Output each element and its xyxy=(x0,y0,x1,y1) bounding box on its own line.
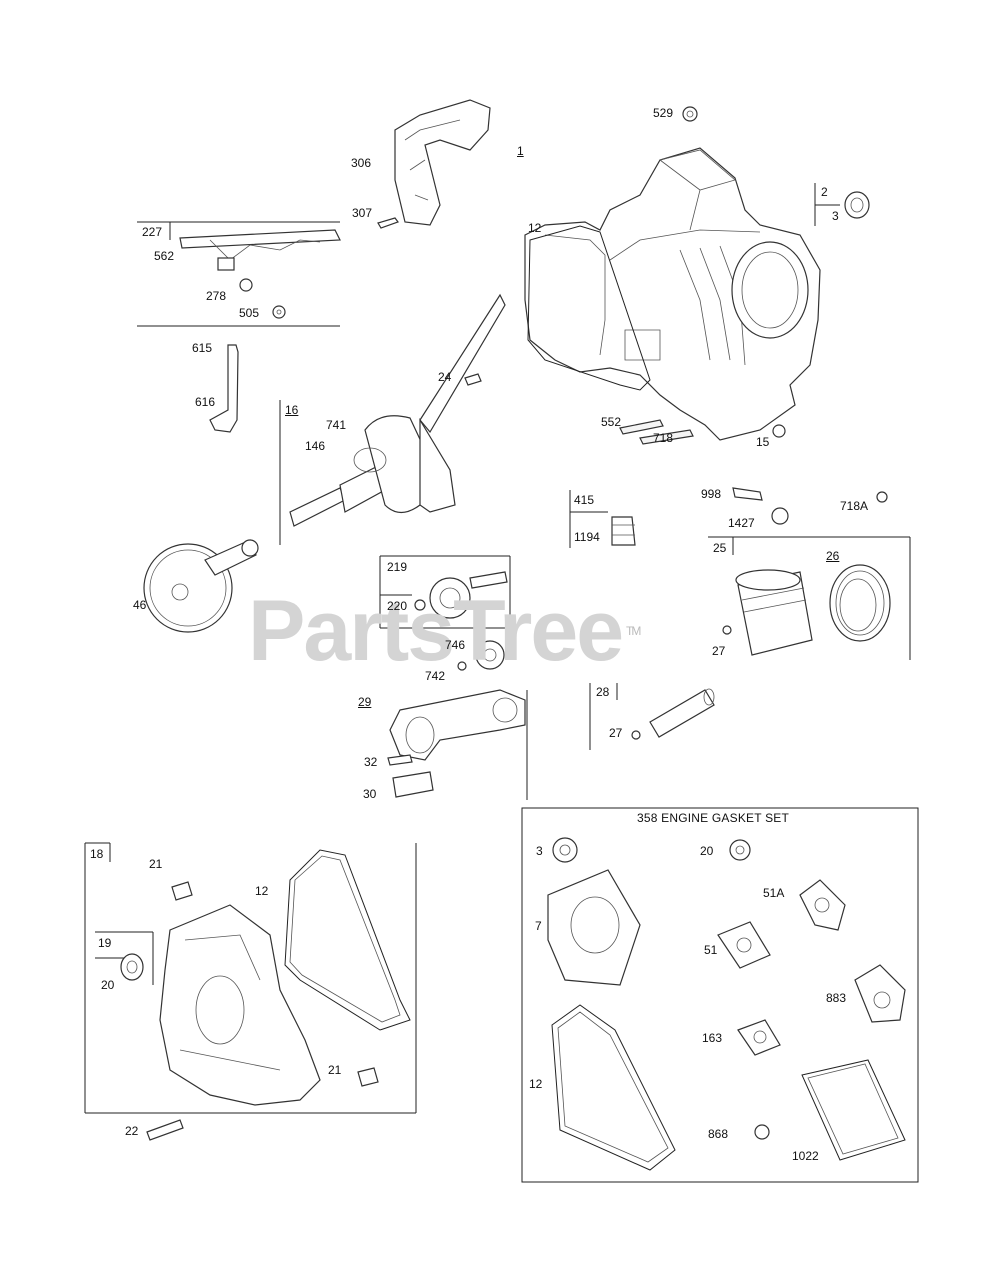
camshaft-gear-part xyxy=(143,539,259,633)
label-15: 15 xyxy=(756,435,770,449)
oil-seal-part xyxy=(120,953,144,981)
label-306: 306 xyxy=(351,156,372,170)
label-1194: 1194 xyxy=(574,530,600,544)
label-gasket-3: 3 xyxy=(536,844,543,858)
label-12-cover: 12 xyxy=(255,884,269,898)
label-27-pin: 27 xyxy=(609,726,623,740)
label-24: 24 xyxy=(438,370,452,384)
label-998: 998 xyxy=(701,487,722,501)
piston-pin-part xyxy=(631,688,715,740)
label-20-cover: 20 xyxy=(101,978,115,992)
label-718A: 718A xyxy=(840,499,869,513)
label-gasket-883: 883 xyxy=(826,991,847,1005)
label-1: 1 xyxy=(517,144,524,158)
small-parts xyxy=(179,106,888,546)
label-562-bracket: 562 xyxy=(154,249,175,263)
label-gasket-7: 7 xyxy=(535,919,542,933)
label-741: 741 xyxy=(326,418,347,432)
label-19: 19 xyxy=(98,936,112,950)
label-505: 505 xyxy=(239,306,260,320)
label-25: 25 xyxy=(713,541,727,555)
label-32: 32 xyxy=(364,755,378,769)
cover-gasket-part xyxy=(284,849,411,1031)
label-615: 615 xyxy=(192,341,213,355)
label-29: 29 xyxy=(358,695,372,709)
label-415: 415 xyxy=(574,493,595,507)
label-219: 219 xyxy=(387,560,408,574)
label-1427: 1427 xyxy=(728,516,755,530)
engine-block-part xyxy=(524,147,821,441)
label-gasket-12: 12 xyxy=(529,1077,543,1091)
label-12-top: 12 xyxy=(528,221,542,235)
label-146: 146 xyxy=(305,439,326,453)
label-gasket-163: 163 xyxy=(702,1031,723,1045)
label-3: 3 xyxy=(832,209,839,223)
label-21-bottom: 21 xyxy=(328,1063,342,1077)
label-278: 278 xyxy=(206,289,227,303)
crankcase-gasket-top xyxy=(527,225,651,391)
piston-part xyxy=(722,564,891,656)
label-16: 16 xyxy=(285,403,299,417)
crankshaft-part xyxy=(289,293,506,527)
label-28: 28 xyxy=(596,685,610,699)
blower-bracket-part xyxy=(377,99,491,229)
governor-gear-part xyxy=(414,571,508,671)
label-gasket-51: 51 xyxy=(704,943,718,957)
label-26: 26 xyxy=(826,549,840,563)
label-22: 22 xyxy=(125,1124,139,1138)
crankcase-cover-part xyxy=(146,881,379,1141)
gasket-set-title: 358 ENGINE GASKET SET xyxy=(637,811,790,825)
label-gasket-868: 868 xyxy=(708,1127,729,1141)
label-30: 30 xyxy=(363,787,377,801)
label-46: 46 xyxy=(133,598,147,612)
label-616: 616 xyxy=(195,395,216,409)
connecting-rod-part xyxy=(387,689,526,798)
label-gasket-51A: 51A xyxy=(763,886,785,900)
label-746: 746 xyxy=(445,638,466,652)
label-220: 220 xyxy=(387,599,408,613)
label-2: 2 xyxy=(821,185,828,199)
label-529: 529 xyxy=(653,106,674,120)
gasket-set-parts xyxy=(547,837,906,1171)
group-frames xyxy=(84,183,919,1183)
label-307: 307 xyxy=(352,206,373,220)
label-552: 552 xyxy=(601,415,622,429)
label-gasket-1022: 1022 xyxy=(792,1149,819,1163)
label-227: 227 xyxy=(142,225,163,239)
label-27-piston: 27 xyxy=(712,644,726,658)
label-718: 718 xyxy=(653,431,674,445)
label-18: 18 xyxy=(90,847,104,861)
label-21-top: 21 xyxy=(149,857,163,871)
label-gasket-20: 20 xyxy=(700,844,714,858)
label-742: 742 xyxy=(425,669,446,683)
